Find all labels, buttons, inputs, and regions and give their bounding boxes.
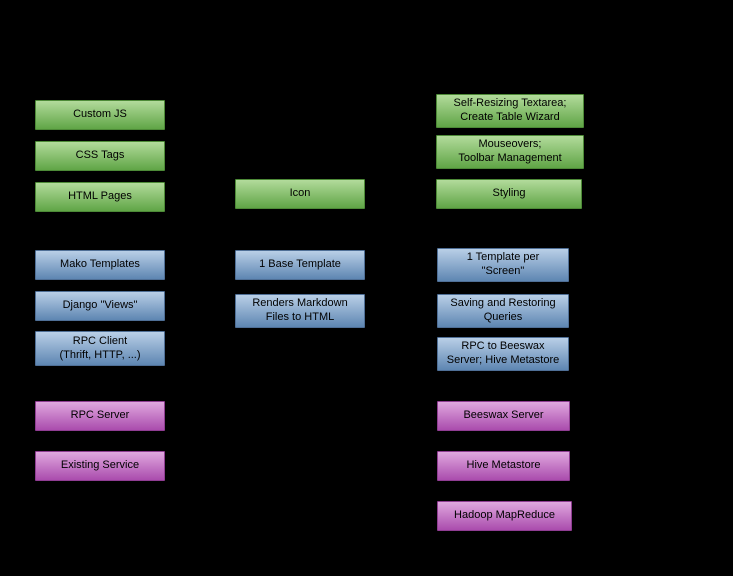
box-css-tags: CSS Tags	[35, 141, 165, 171]
box-self-resizing: Self-Resizing Textarea; Create Table Wiz…	[436, 94, 584, 128]
box-base-template: 1 Base Template	[235, 250, 365, 280]
box-html-pages: HTML Pages	[35, 182, 165, 212]
box-rpc-server: RPC Server	[35, 401, 165, 431]
box-beeswax-server: Beeswax Server	[437, 401, 570, 431]
box-custom-js: Custom JS	[35, 100, 165, 130]
box-rpc-client: RPC Client (Thrift, HTTP, ...)	[35, 331, 165, 366]
box-renders-markdown: Renders Markdown Files to HTML	[235, 294, 365, 328]
box-styling: Styling	[436, 179, 582, 209]
box-hive-metastore: Hive Metastore	[437, 451, 570, 481]
box-mouseovers: Mouseovers; Toolbar Management	[436, 135, 584, 169]
box-mako-templates: Mako Templates	[35, 250, 165, 280]
box-saving-queries: Saving and Restoring Queries	[437, 294, 569, 328]
box-rpc-beeswax: RPC to Beeswax Server; Hive Metastore	[437, 337, 569, 371]
box-icon: Icon	[235, 179, 365, 209]
box-hadoop-mapreduce: Hadoop MapReduce	[437, 501, 572, 531]
box-existing-service: Existing Service	[35, 451, 165, 481]
box-django-views: Django "Views"	[35, 291, 165, 321]
box-template-per-screen: 1 Template per "Screen"	[437, 248, 569, 282]
